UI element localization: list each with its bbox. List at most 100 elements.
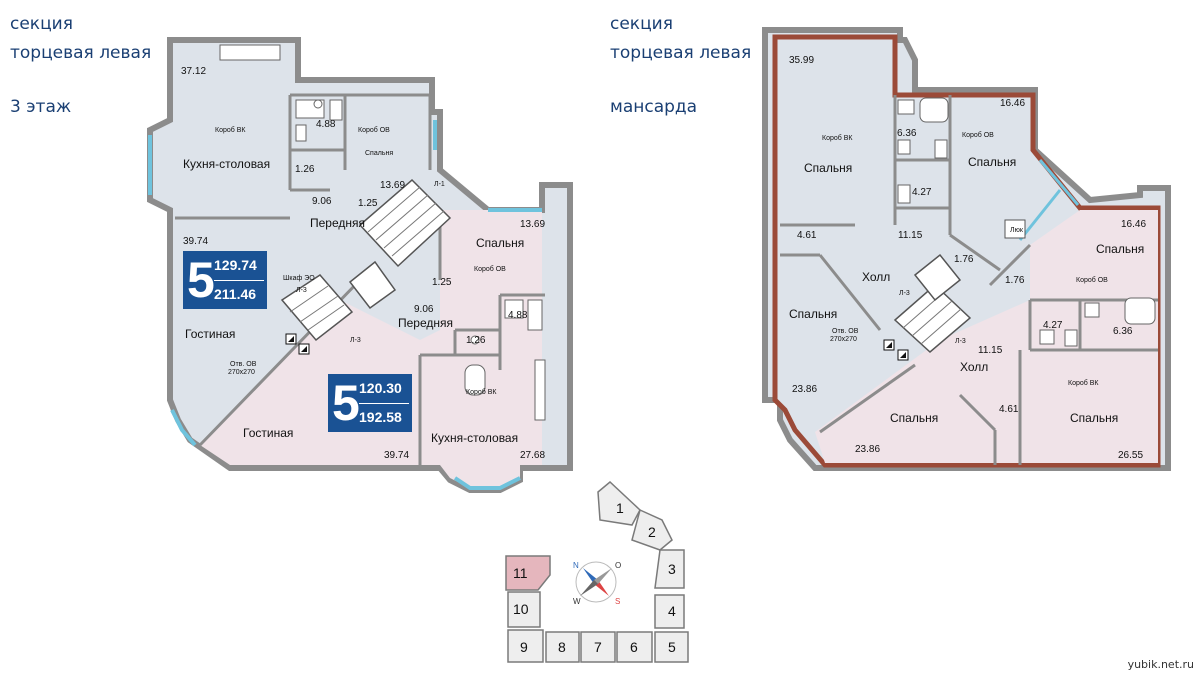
key-section-4: 4: [668, 603, 676, 619]
right-ov-1: Короб ОВ: [962, 131, 994, 139]
left-title-type: торцевая левая: [10, 43, 152, 63]
right-area-b16: 26.55: [1118, 450, 1143, 461]
key-section-1: 1: [616, 500, 624, 516]
left-room-bedroom: Спальня: [476, 236, 524, 250]
compass-w: W: [573, 597, 581, 606]
right-area-b14: 23.86: [855, 444, 880, 455]
key-section-8: 8: [558, 639, 566, 655]
left-area-a3: 1.26: [295, 164, 315, 175]
left-badge-1-rooms: 5: [187, 252, 215, 308]
key-section-9: 9: [520, 639, 528, 655]
right-duct-markers: [883, 339, 909, 361]
left-area-a8: 13.69: [520, 219, 545, 230]
right-apartment-pink: [815, 210, 1158, 463]
key-section-1-shape: [597, 481, 641, 526]
left-room-kitchen-1: Кухня-столовая: [183, 157, 270, 171]
key-section-11: 11: [513, 565, 528, 581]
right-area-b12: 11.15: [978, 345, 1003, 356]
left-area-a6: 1.25: [358, 198, 378, 209]
left-badge-1-total: 211.46: [214, 286, 257, 302]
right-area-b6: 11.15: [898, 230, 923, 241]
right-floorplan: 35.99 6.36 16.46 Короб ВК Короб ОВ Спаль…: [762, 27, 1171, 471]
left-floorplan: 37.12 Кухня-столовая 4.88 Короб ВК Короб…: [147, 37, 573, 493]
left-stair-spiral-1: [280, 274, 354, 342]
right-room-hall-2: Холл: [960, 360, 988, 374]
left-closet: Шкаф ЭО: [283, 275, 315, 282]
left-area-a13: 39.74: [384, 450, 409, 461]
right-title-floor: мансарда: [610, 97, 698, 117]
key-section-10: 10: [513, 601, 529, 617]
key-section-6-shape: [616, 631, 653, 663]
right-area-b4: 4.27: [912, 187, 932, 198]
left-room-living-2: Гостиная: [243, 426, 293, 440]
right-otv-2: 270х270: [830, 336, 857, 343]
left-l3-1: Л-3: [296, 287, 307, 294]
right-vk-2: Короб ВК: [1068, 379, 1099, 387]
key-section-10-shape: [507, 591, 541, 628]
right-l3-1: Л-3: [899, 290, 910, 297]
left-title-floor: 3 этаж: [10, 97, 72, 117]
left-stair-main: [358, 178, 452, 268]
key-section-8-shape: [545, 631, 580, 663]
right-hatch-box: [1004, 219, 1026, 239]
left-interior-walls: [175, 93, 545, 465]
left-duct-markers: [285, 333, 310, 355]
site-watermark: yubik.net.ru: [1127, 658, 1194, 671]
key-section-7: 7: [594, 639, 602, 655]
compass-s: S: [615, 597, 620, 606]
left-area-a1: 37.12: [181, 66, 206, 77]
left-badge-2-rooms: 5: [332, 375, 360, 431]
left-area-a4: 13.69: [380, 180, 405, 191]
left-room-kitchen-2: Кухня-столовая: [431, 431, 518, 445]
left-room-hall-2: Передняя: [398, 316, 453, 330]
left-otv-2: 270х270: [228, 369, 255, 376]
left-area-a12: 1.26: [466, 335, 486, 346]
left-stair-spiral-2: [348, 260, 397, 310]
compass-icon: N O W S: [573, 561, 621, 606]
left-badge-2-total: 192.58: [359, 409, 402, 425]
key-section-7-shape: [580, 631, 616, 663]
left-area-a11: 4.88: [508, 310, 528, 321]
key-section-4-shape: [654, 594, 685, 629]
right-area-b2: 6.36: [897, 128, 917, 139]
left-area-a2: 4.88: [316, 119, 336, 130]
right-hatch: Люк: [1010, 227, 1024, 234]
right-title-section: секция: [610, 14, 673, 34]
right-room-bedroom-4: Спальня: [789, 307, 837, 321]
key-section-5-shape: [654, 631, 689, 663]
key-section-2: 2: [648, 524, 656, 540]
key-section-9-shape: [507, 629, 544, 663]
right-room-bedroom-1: Спальня: [804, 161, 852, 175]
right-room-bedroom-5: Спальня: [890, 411, 938, 425]
left-area-a10: 9.06: [414, 304, 434, 315]
compass-n: N: [573, 561, 579, 570]
left-title-section: секция: [10, 14, 73, 34]
left-vk-1: Короб ВК: [215, 126, 246, 134]
right-stair: [893, 253, 972, 353]
left-badge-1-living: 129.74: [214, 257, 257, 273]
right-area-b8: 1.76: [1005, 275, 1025, 286]
right-area-b9: 16.46: [1121, 219, 1146, 230]
left-area-a14: 27.68: [520, 450, 545, 461]
key-section-11-shape: [505, 555, 551, 591]
left-badge-2-living: 120.30: [359, 380, 402, 396]
left-badge-2-divider: [359, 403, 409, 404]
key-section-2-shape: [631, 508, 673, 551]
right-otv-1: Отв. ОВ: [832, 328, 859, 335]
left-ov-1: Короб ОВ: [358, 126, 390, 134]
right-windows: [1018, 159, 1080, 241]
left-l1: Л-1: [434, 181, 445, 188]
left-windows: [148, 120, 542, 490]
right-title-type: торцевая левая: [610, 43, 752, 63]
left-apartment-pink: [200, 210, 542, 488]
left-room-living-1: Гостиная: [185, 327, 235, 341]
left-vk-2: Короб ВК: [466, 388, 497, 396]
left-area-a7: 39.74: [183, 236, 208, 247]
right-l3-2: Л-3: [955, 338, 966, 345]
right-area-b15: 4.61: [999, 404, 1019, 415]
left-area-a5: 9.06: [312, 196, 332, 207]
key-section-5: 5: [668, 639, 676, 655]
right-area-b11: 6.36: [1113, 326, 1133, 337]
right-ov-2: Короб ОВ: [1076, 276, 1108, 284]
